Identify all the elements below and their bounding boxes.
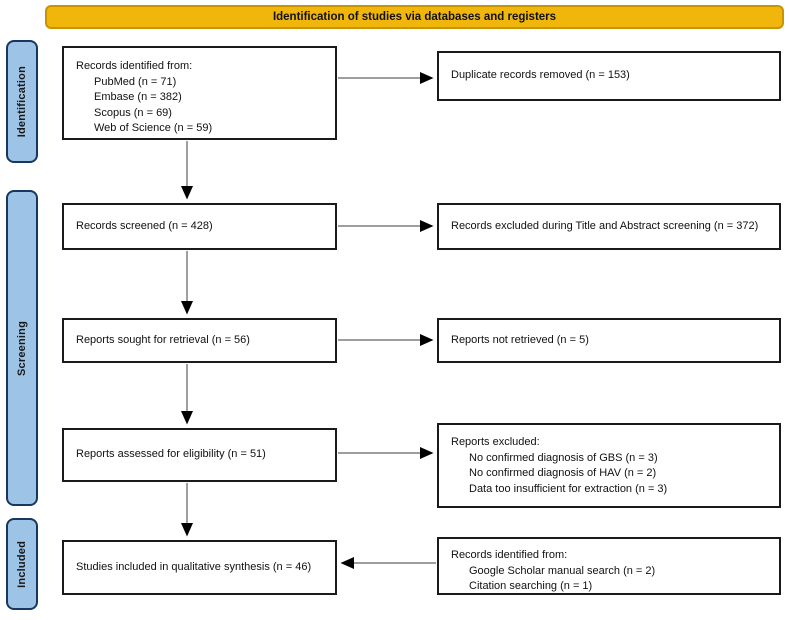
stage-identification: Identification <box>6 40 38 163</box>
diagram-title: Identification of studies via databases … <box>272 11 557 23</box>
box-records-screened: Records screened (n = 428) <box>62 203 337 250</box>
exclusion-reason-gbs: No confirmed diagnosis of GBS (n = 3) <box>469 451 658 464</box>
box-text: Reports assessed for eligibility (n = 51… <box>76 448 266 461</box>
stage-screening-label: Screening <box>16 320 28 376</box>
box-duplicates-removed: Duplicate records removed (n = 153) <box>437 51 781 101</box>
stage-included: Included <box>6 518 38 610</box>
source-citation-searching: Citation searching (n = 1) <box>469 580 593 592</box>
box-reports-assessed: Reports assessed for eligibility (n = 51… <box>62 428 337 482</box>
box-records-identified: Records identified from: PubMed (n = 71)… <box>62 46 337 140</box>
box-reports-excluded: Reports excluded: No confirmed diagnosis… <box>437 423 781 508</box>
box-text: Reports sought for retrieval (n = 56) <box>76 333 250 346</box>
diagram-header-banner: Identification of studies via databases … <box>45 5 784 29</box>
stage-included-label: Included <box>16 540 28 588</box>
box-text: Duplicate records removed (n = 153) <box>451 69 630 82</box>
source-scopus: Scopus (n = 69) <box>94 106 172 119</box>
box-title: Reports excluded: <box>451 436 540 448</box>
box-text: Records excluded during Title and Abstra… <box>451 219 759 232</box>
exclusion-reason-data: Data too insufficient for extraction (n … <box>469 482 668 495</box>
box-records-other-sources: Records identified from: Google Scholar … <box>437 537 781 595</box>
box-records-excluded-screening: Records excluded during Title and Abstra… <box>437 203 781 250</box>
source-web-of-science: Web of Science (n = 59) <box>94 122 213 134</box>
box-text: Records screened (n = 428) <box>76 219 213 232</box>
box-text: Reports not retrieved (n = 5) <box>451 333 589 346</box>
stage-screening: Screening <box>6 190 38 506</box>
exclusion-reason-hav: No confirmed diagnosis of HAV (n = 2) <box>469 467 657 479</box>
box-title: Records identified from: <box>76 60 193 72</box>
source-pubmed: PubMed (n = 71) <box>94 75 177 88</box>
source-embase: Embase (n = 382) <box>94 91 182 103</box>
box-reports-sought: Reports sought for retrieval (n = 56) <box>62 318 337 363</box>
source-google-scholar: Google Scholar manual search (n = 2) <box>469 564 656 577</box>
stage-identification-label: Identification <box>16 65 28 138</box>
box-title: Records identified from: <box>451 549 568 561</box>
box-studies-included: Studies included in qualitative synthesi… <box>62 540 337 595</box>
box-text: Studies included in qualitative synthesi… <box>76 560 312 573</box>
box-reports-not-retrieved: Reports not retrieved (n = 5) <box>437 318 781 363</box>
